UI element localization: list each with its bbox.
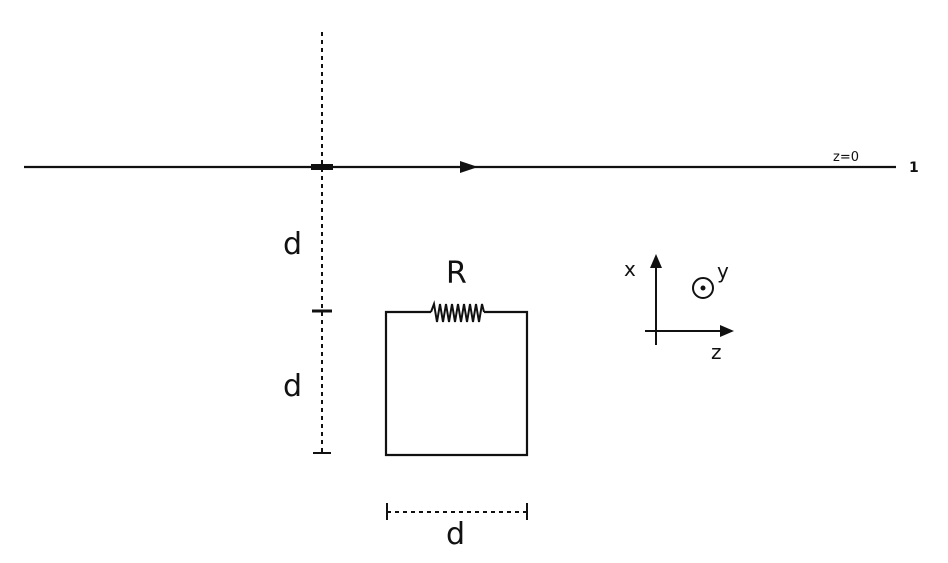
y-axis-label: y	[717, 259, 729, 283]
wire-z-label: z=0	[833, 150, 859, 165]
x-axis-arrow	[650, 254, 662, 268]
x-axis-label: x	[624, 257, 636, 281]
z-axis-label: z	[711, 340, 722, 364]
lower-distance-label: d	[283, 369, 302, 404]
resistor-label: R	[446, 256, 467, 291]
wire-current-label: 1	[909, 160, 919, 176]
y-axis-out-of-page-icon	[692, 277, 714, 299]
z-axis-arrow	[720, 325, 734, 337]
y-axis-dot-icon	[700, 285, 706, 291]
square-loop	[384, 310, 529, 457]
width-label: d	[446, 517, 465, 552]
resistor	[430, 300, 485, 323]
current-direction-arrow	[460, 161, 478, 173]
upper-distance-label: d	[283, 227, 302, 262]
